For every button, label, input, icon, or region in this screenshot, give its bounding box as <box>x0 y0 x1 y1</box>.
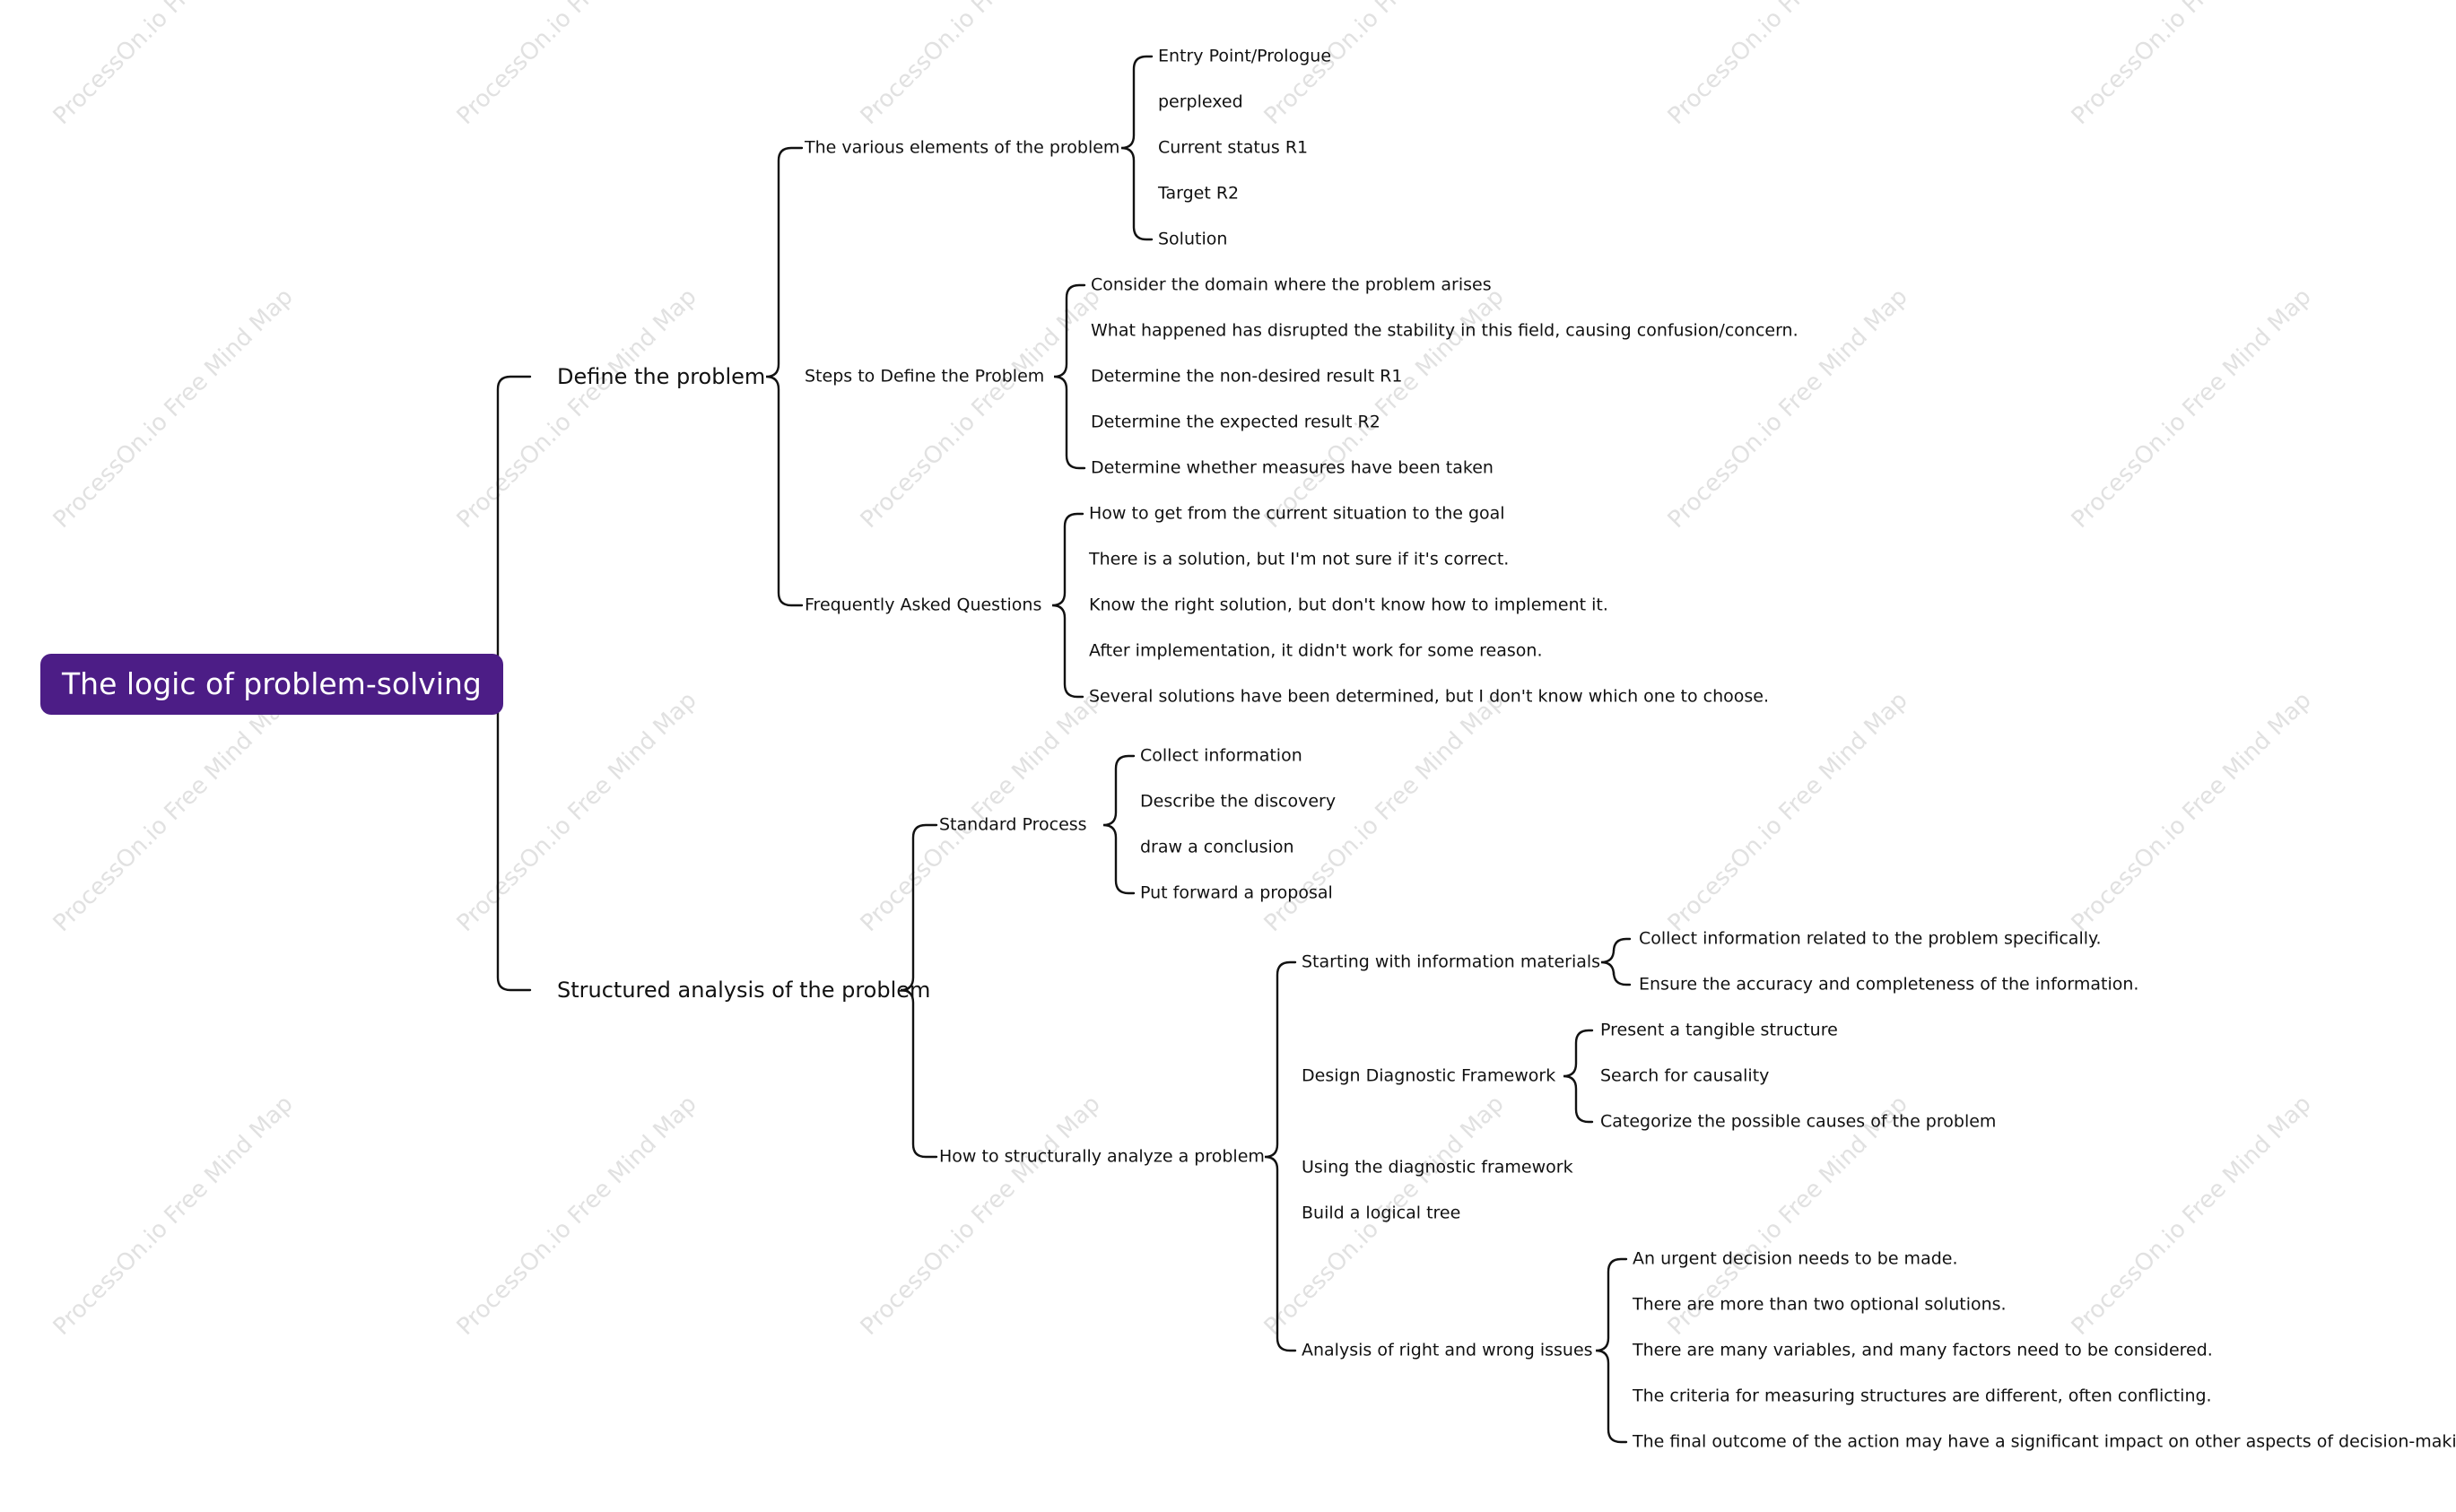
leaf-describe-discovery[interactable]: Describe the discovery <box>1140 791 1337 812</box>
topic-steps-define[interactable]: Steps to Define the Problem <box>805 366 1045 387</box>
leaf-faq-failed[interactable]: After implementation, it didn't work for… <box>1089 640 1543 661</box>
leaf-logical-tree[interactable]: Build a logical tree <box>1302 1203 1461 1223</box>
leaf-perplexed[interactable]: perplexed <box>1158 91 1243 112</box>
topic-information-materials[interactable]: Starting with information materials <box>1302 952 1601 972</box>
leaf-criteria-conflicting[interactable]: The criteria for measuring structures ar… <box>1633 1386 2212 1406</box>
leaf-tangible-structure[interactable]: Present a tangible structure <box>1600 1020 1838 1040</box>
leaf-step-r2[interactable]: Determine the expected result R2 <box>1091 412 1380 432</box>
leaf-collect-info[interactable]: Collect information <box>1140 745 1302 766</box>
leaf-current-status[interactable]: Current status R1 <box>1158 137 1309 158</box>
brace-info <box>1600 937 1632 986</box>
topic-standard-process[interactable]: Standard Process <box>939 814 1087 835</box>
leaf-step-measures[interactable]: Determine whether measures have been tak… <box>1091 457 1494 478</box>
leaf-info-accuracy[interactable]: Ensure the accuracy and completeness of … <box>1639 974 2139 995</box>
topic-design-framework[interactable]: Design Diagnostic Framework <box>1302 1065 1556 1086</box>
leaf-solution[interactable]: Solution <box>1158 229 1228 249</box>
brace-structured <box>900 823 938 1159</box>
brace-rightwrong <box>1595 1257 1628 1444</box>
leaf-target[interactable]: Target R2 <box>1158 183 1240 204</box>
leaf-entry-point[interactable]: Entry Point/Prologue <box>1158 46 1332 66</box>
topic-structured-analysis[interactable]: Structured analysis of the problem <box>557 978 931 1003</box>
leaf-urgent-decision[interactable]: An urgent decision needs to be made. <box>1633 1248 1958 1269</box>
leaf-step-r1[interactable]: Determine the non-desired result R1 <box>1091 366 1403 387</box>
leaf-info-specific[interactable]: Collect information related to the probl… <box>1639 928 2102 949</box>
topic-define-problem[interactable]: Define the problem <box>557 364 766 389</box>
topic-faq[interactable]: Frequently Asked Questions <box>805 595 1042 615</box>
brace-design <box>1563 1029 1594 1124</box>
leaf-two-solutions[interactable]: There are more than two optional solutio… <box>1633 1294 2007 1315</box>
leaf-many-variables[interactable]: There are many variables, and many facto… <box>1633 1340 2213 1360</box>
root-topic[interactable]: The logic of problem-solving <box>40 654 503 715</box>
brace-elements <box>1120 55 1154 241</box>
leaf-step-disrupted[interactable]: What happened has disrupted the stabilit… <box>1091 320 1798 341</box>
leaf-faq-goal[interactable]: How to get from the current situation to… <box>1089 503 1505 524</box>
brace-standard <box>1102 754 1136 895</box>
leaf-faq-choose[interactable]: Several solutions have been determined, … <box>1089 686 1770 707</box>
leaf-faq-unsure[interactable]: There is a solution, but I'm not sure if… <box>1089 549 1510 569</box>
brace-faq <box>1051 512 1084 699</box>
leaf-put-forward-proposal[interactable]: Put forward a proposal <box>1140 882 1333 903</box>
brace-define <box>765 146 804 607</box>
leaf-step-domain[interactable]: Consider the domain where the problem ar… <box>1091 274 1492 295</box>
leaf-significant-impact[interactable]: The final outcome of the action may have… <box>1633 1431 2456 1452</box>
topic-problem-elements[interactable]: The various elements of the problem <box>805 137 1120 158</box>
leaf-search-causality[interactable]: Search for causality <box>1600 1065 1770 1086</box>
leaf-using-framework[interactable]: Using the diagnostic framework <box>1302 1157 1573 1177</box>
leaf-draw-conclusion[interactable]: draw a conclusion <box>1140 837 1294 857</box>
topic-how-to-analyze[interactable]: How to structurally analyze a problem <box>939 1146 1265 1167</box>
leaf-faq-implement[interactable]: Know the right solution, but don't know … <box>1089 595 1608 615</box>
topic-right-wrong[interactable]: Analysis of right and wrong issues <box>1302 1340 1593 1360</box>
leaf-categorize-causes[interactable]: Categorize the possible causes of the pr… <box>1600 1111 1997 1132</box>
brace-steps <box>1053 283 1086 470</box>
brace-how <box>1264 960 1297 1352</box>
